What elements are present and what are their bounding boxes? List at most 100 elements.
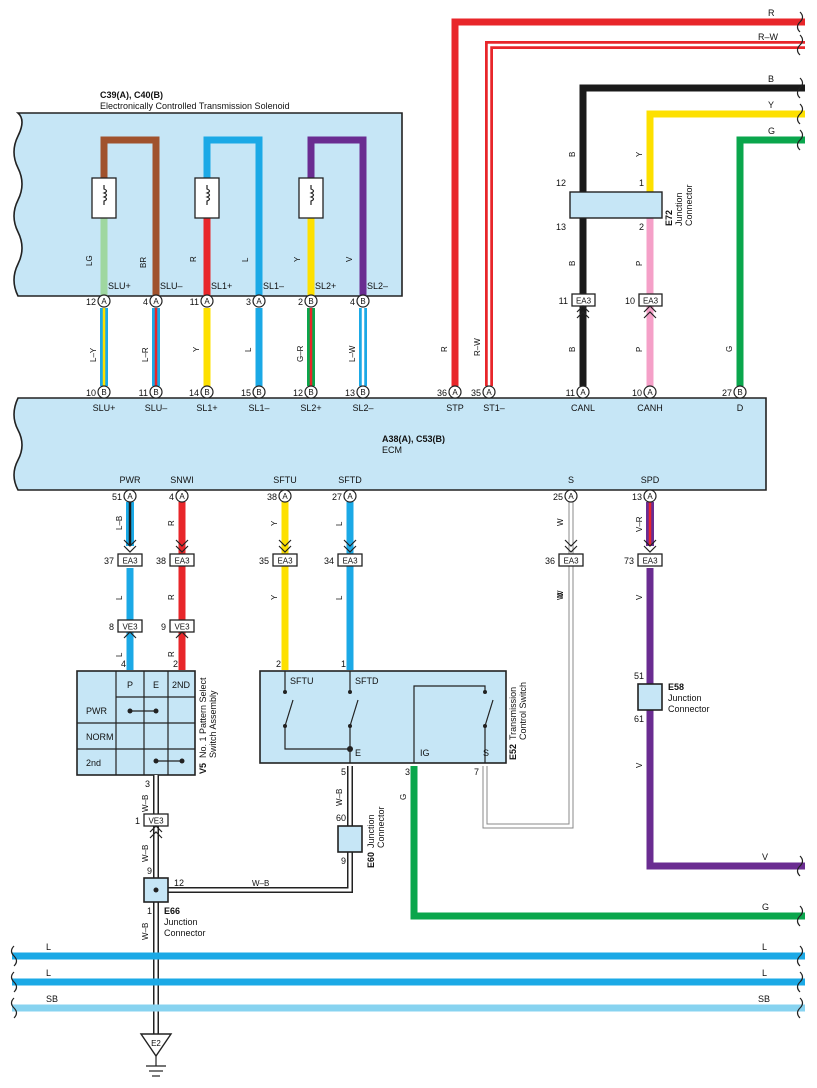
pin-conn-letter: A xyxy=(452,388,458,397)
e52-pin-name: SFTU xyxy=(290,676,314,686)
wire-label: R xyxy=(167,651,176,657)
pin-conn-letter: B xyxy=(153,388,158,397)
ecm-pin-name: SFTU xyxy=(273,475,297,485)
bus-lines xyxy=(12,952,805,1012)
wire-label: B xyxy=(568,152,577,157)
pin-number: 36 xyxy=(545,556,555,566)
pin-number: 73 xyxy=(624,556,634,566)
v5-row-label: PWR xyxy=(86,706,107,716)
pin-number: 4 xyxy=(143,297,148,307)
pin-number: 34 xyxy=(324,556,334,566)
e66-code: E66 xyxy=(164,906,180,916)
wire-label: LG xyxy=(85,255,94,266)
ecm-bottom-pins xyxy=(123,489,657,503)
pin-conn-letter: B xyxy=(308,388,313,397)
pin-number: 38 xyxy=(267,492,277,502)
v5-row-label: NORM xyxy=(86,732,114,742)
ecm-pin-name: SLU+ xyxy=(93,403,116,413)
wire-label: W–B xyxy=(141,845,150,862)
e52-pin-name: SFTD xyxy=(355,676,379,686)
wire-label: B xyxy=(568,261,577,266)
pin-number: 37 xyxy=(104,556,114,566)
edge-break-marks xyxy=(796,11,804,151)
pin-conn-letter: A xyxy=(647,492,653,501)
pin-number: 35 xyxy=(471,388,481,398)
edge-break-marks xyxy=(796,855,804,927)
pin-number: 1 xyxy=(639,178,644,188)
ecm-top-pins xyxy=(97,385,747,399)
pin-number: 9 xyxy=(161,622,166,632)
ecm-pin-name: SL1– xyxy=(248,403,269,413)
ecm-pin-name: D xyxy=(737,403,744,413)
wire-stp xyxy=(451,18,805,386)
bus-label: L xyxy=(762,968,767,978)
e60-junction-connector xyxy=(337,825,363,853)
ea3-label: EA3 xyxy=(563,557,579,566)
pin-number: 9 xyxy=(341,856,346,866)
ecm-name: ECM xyxy=(382,445,402,455)
pin-number: 12 xyxy=(174,878,184,888)
wire-label: L xyxy=(335,521,344,526)
wire-label: B xyxy=(568,347,577,352)
wire-label: BR xyxy=(139,257,148,268)
v5-col-label: E xyxy=(153,680,159,690)
pin-conn-letter: B xyxy=(308,297,313,306)
pin-number: 1 xyxy=(341,659,346,669)
ecm-pin-name: S xyxy=(568,475,574,485)
e66-name-2: Connector xyxy=(164,928,206,938)
ground-label: E2 xyxy=(151,1039,161,1048)
pin-number: 2 xyxy=(173,659,178,669)
wire-label: R xyxy=(167,594,176,600)
wire-label: G xyxy=(762,902,769,912)
wire-label: Y xyxy=(270,520,279,526)
coil-icon xyxy=(91,177,117,219)
coil-icon xyxy=(194,177,220,219)
pin-name: SL2– xyxy=(367,281,388,291)
wire-label: V xyxy=(635,762,644,768)
v5-name-2: Switch Assembly xyxy=(208,690,218,758)
ecm-pin-name: SFTD xyxy=(338,475,362,485)
v5-code: V5 xyxy=(198,763,208,774)
v5-row-label: 2nd xyxy=(86,758,101,768)
wire-label: L xyxy=(241,257,250,262)
pin-conn-letter: A xyxy=(580,388,586,397)
wire-st1 xyxy=(485,41,805,386)
pin-number: 3 xyxy=(405,767,410,777)
pin-number: 3 xyxy=(246,297,251,307)
wire-label: L–Y xyxy=(89,347,98,362)
wire-label: V xyxy=(345,256,354,262)
e72-name-2: Connector xyxy=(684,184,694,226)
pin-name: SL1– xyxy=(263,281,284,291)
v5-col-label: 2ND xyxy=(172,680,191,690)
wire-label: W–B xyxy=(252,879,269,888)
wire-label: G–R xyxy=(296,345,305,362)
pin-conn-letter: A xyxy=(347,492,353,501)
pin-number: 9 xyxy=(147,866,152,876)
wire-label: Y xyxy=(192,346,201,352)
wire-label: R xyxy=(189,256,198,262)
wire-canl xyxy=(579,84,805,386)
pin-number: 11 xyxy=(190,297,199,307)
pin-number: 25 xyxy=(553,492,563,502)
edge-label-r: R xyxy=(768,8,775,18)
e72-code: E72 xyxy=(664,210,674,226)
ecm-pin-name: CANH xyxy=(637,403,663,413)
pin-number: 4 xyxy=(350,297,355,307)
v5-pattern-select-switch xyxy=(76,670,196,776)
pin-conn-letter: B xyxy=(204,388,209,397)
ecm-pin-name: CANL xyxy=(571,403,595,413)
pin-number: 1 xyxy=(147,906,152,916)
ve3-label: VE3 xyxy=(122,623,138,632)
pin-conn-letter: B xyxy=(737,388,742,397)
pin-number: 15 xyxy=(241,388,251,398)
pin-conn-letter: A xyxy=(127,492,133,501)
wire-label: W xyxy=(556,518,565,526)
ea3-label: EA3 xyxy=(342,557,358,566)
wire-label: Y xyxy=(270,594,279,600)
pin-conn-letter: A xyxy=(647,388,653,397)
pin-number: 35 xyxy=(259,556,269,566)
wire-canh-top xyxy=(646,110,805,192)
pin-number: 2 xyxy=(298,297,303,307)
pin-conn-letter: A xyxy=(204,297,210,306)
ea3-label: EA3 xyxy=(643,297,659,306)
